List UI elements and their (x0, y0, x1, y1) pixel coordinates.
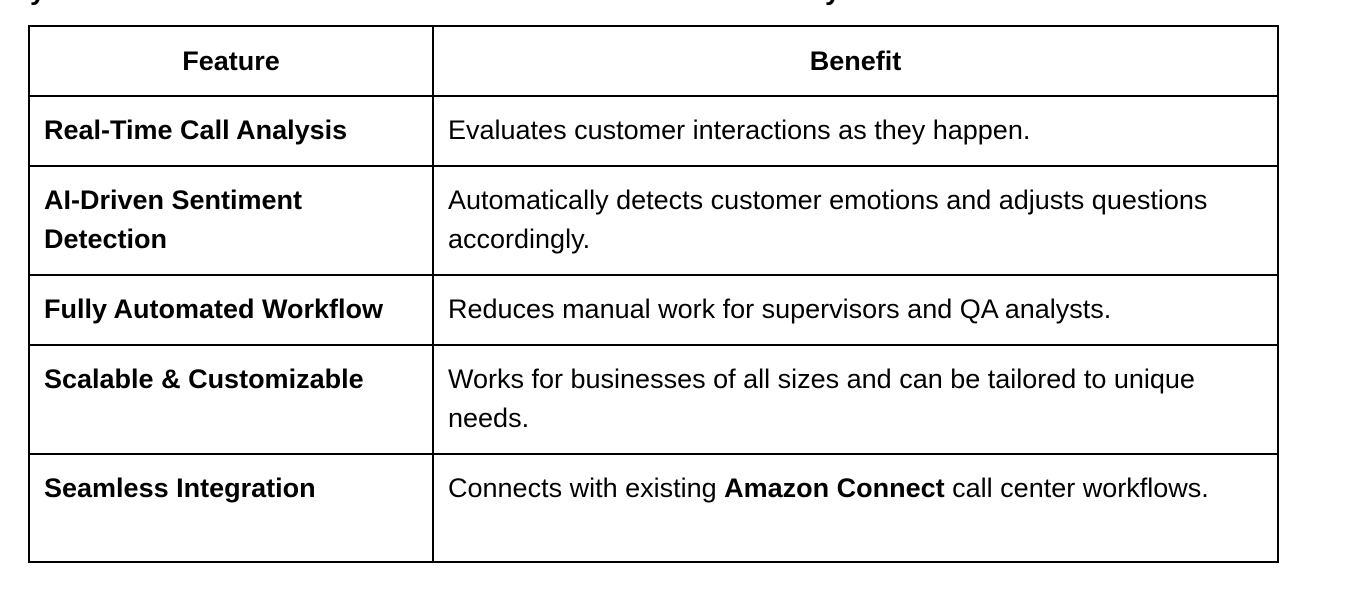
feature-benefit-table: Feature Benefit Real-Time Call Analysis … (28, 25, 1279, 563)
column-header-benefit: Benefit (432, 25, 1279, 97)
benefit-text-suffix: call center workflows. (944, 473, 1209, 503)
table-header-row: Feature Benefit (28, 25, 1279, 97)
benefit-cell: Connects with existing Amazon Connect ca… (432, 453, 1279, 563)
table-row: Real-Time Call Analysis Evaluates custom… (28, 95, 1279, 167)
benefit-cell: Reduces manual work for supervisors and … (432, 274, 1279, 346)
table-row: AI-Driven Sentiment Detection Automatica… (28, 165, 1279, 276)
feature-cell: Real-Time Call Analysis (28, 95, 434, 167)
feature-cell: AI-Driven Sentiment Detection (28, 165, 434, 276)
table-row: Seamless Integration Connects with exist… (28, 453, 1279, 563)
feature-cell: Seamless Integration (28, 453, 434, 563)
feature-cell: Fully Automated Workflow (28, 274, 434, 346)
clipped-heading-remnant: y y (28, 0, 1276, 5)
benefit-cell: Automatically detects customer emotions … (432, 165, 1279, 276)
feature-cell: Scalable & Customizable (28, 344, 434, 455)
benefit-cell: Evaluates customer interactions as they … (432, 95, 1279, 167)
column-header-feature: Feature (28, 25, 434, 97)
clipped-heading-fragment: y (30, 0, 46, 5)
benefit-product-name: Amazon Connect (724, 473, 945, 503)
benefit-text-prefix: Connects with existing (448, 473, 725, 503)
table-row: Fully Automated Workflow Reduces manual … (28, 274, 1279, 346)
benefit-cell: Works for businesses of all sizes and ca… (432, 344, 1279, 455)
clipped-heading-fragment: y (825, 0, 841, 5)
table-row: Scalable & Customizable Works for busine… (28, 344, 1279, 455)
